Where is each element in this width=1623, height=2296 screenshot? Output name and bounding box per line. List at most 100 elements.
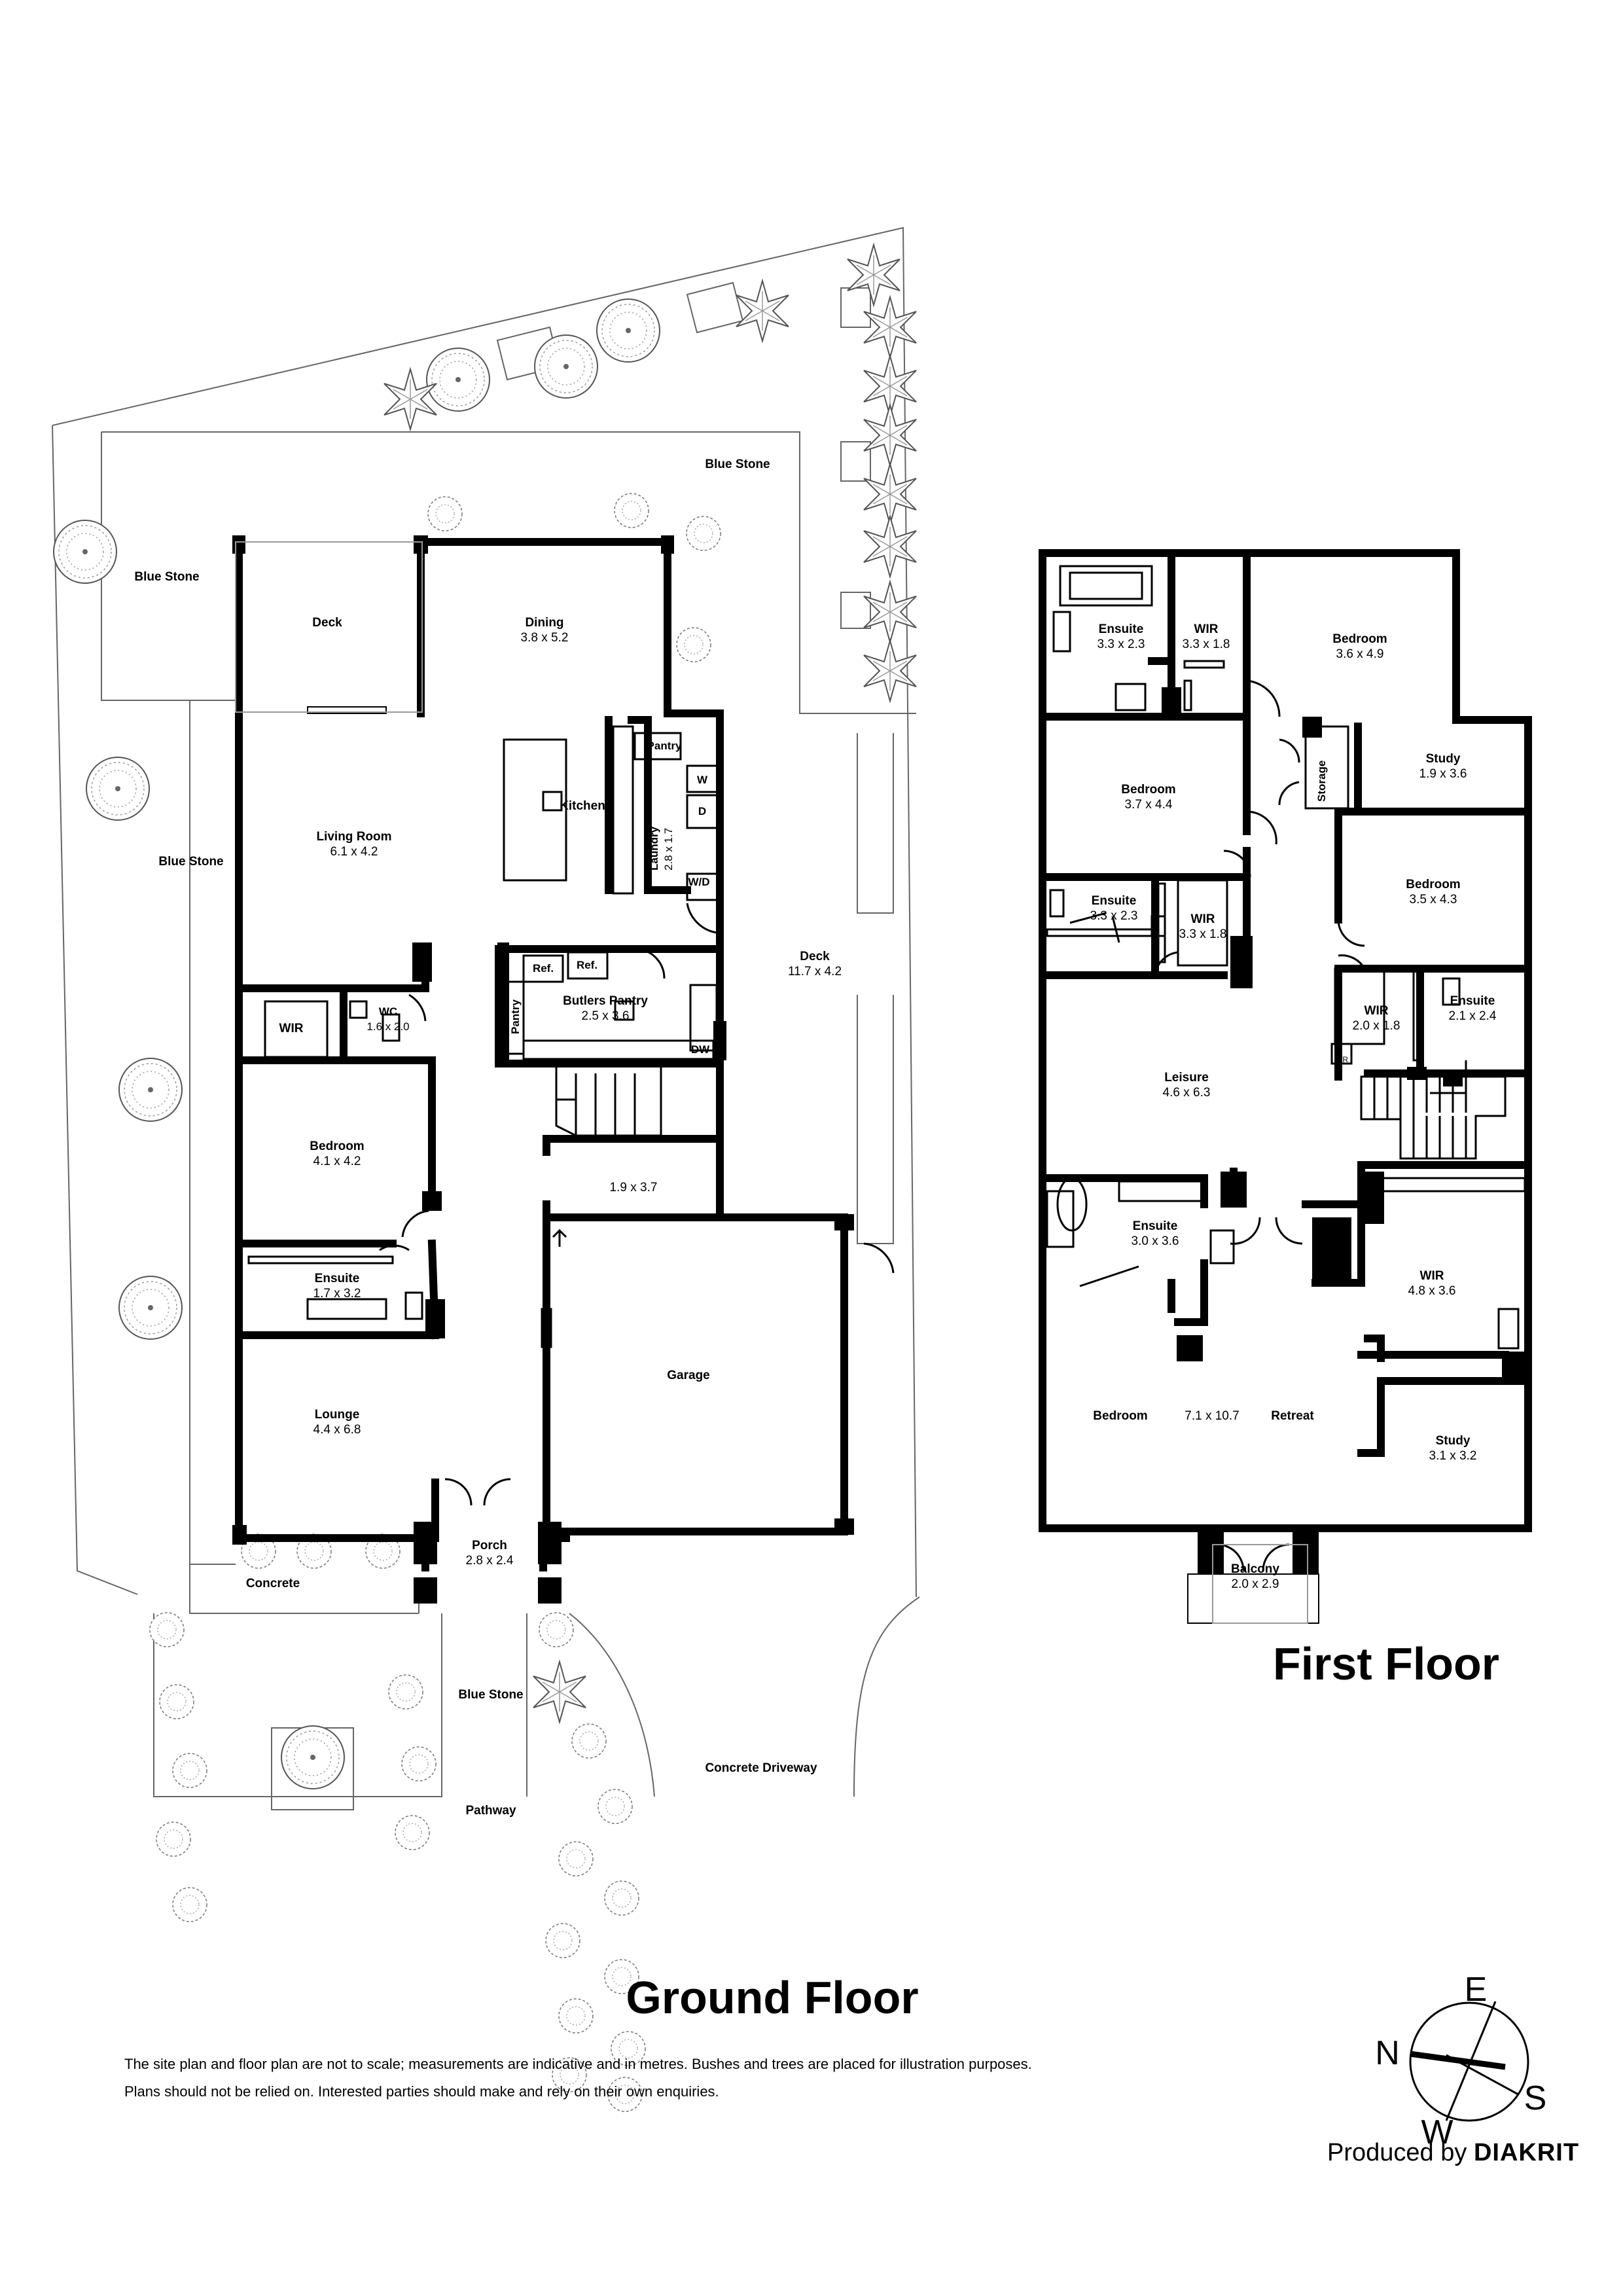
room-name: Deck [800,950,830,963]
room-label-laundry: Laundry [648,827,661,870]
room-label-ensuite: Ensuite 1.7 x 3.2 [313,1271,361,1301]
room-name: WIR [1364,1004,1389,1018]
ground-floor-title: Ground Floor [626,1972,919,2023]
room-name: WIR [1190,912,1215,926]
room-label-lounge: Lounge 4.4 x 6.8 [313,1407,361,1437]
room-label-ensuite-c: Ensuite 2.1 x 2.4 [1449,994,1497,1024]
room-label-leisure: Leisure 4.6 x 6.3 [1163,1070,1211,1100]
room-label-butlers-pantry-side: Pantry [509,999,522,1034]
room-dims: 2.5 x 3.6 [581,1009,630,1023]
room-name: Ensuite [1091,894,1137,908]
compass-west-letter: W [1421,2113,1454,2151]
appliance-label-ref-1: Ref. [532,962,554,975]
room-label-wir-b: WIR 3.3 x 1.8 [1179,912,1227,942]
area-label-blue-stone-path: Blue Stone [458,1688,524,1702]
room-dims: 3.0 x 3.6 [1131,1234,1179,1248]
room-name: Laundry [648,826,660,870]
area-label-concrete-driveway: Concrete Driveway [705,1761,817,1775]
area-label-pathway: Pathway [465,1804,516,1818]
room-dims: 2.0 x 1.8 [1352,1019,1400,1033]
compass [1409,2001,1529,2122]
room-dims: 3.3 x 2.3 [1097,637,1145,651]
room-label-bedroom-main: Bedroom [1093,1409,1148,1423]
room-name: WIR [1419,1269,1444,1283]
room-label-ensuite-b: Ensuite 3.3 x 2.3 [1090,893,1138,924]
compass-south-letter: S [1524,2079,1547,2117]
diakrit-logo: DIAKRIT [1473,2139,1580,2166]
room-dims: 1.7 x 3.2 [313,1287,361,1300]
label-ar: A/R [1334,1055,1349,1064]
room-name: Ensuite [1450,994,1495,1008]
room-label-wir-d: WIR 4.8 x 3.6 [1408,1268,1456,1299]
room-name: Ensuite [1132,1219,1178,1233]
room-label-study-a: Study 1.9 x 3.6 [1419,751,1467,781]
room-label-bedroom-c: Bedroom 3.5 x 4.3 [1406,877,1460,907]
room-dims: 2.0 x 2.9 [1231,1577,1279,1591]
room-name: Bedroom [1121,783,1176,797]
room-dims: 11.7 x 4.2 [787,965,842,978]
room-label-bedroom-a: Bedroom 3.6 x 4.9 [1332,632,1387,662]
room-dims: 3.3 x 1.8 [1179,927,1227,941]
room-name: Leisure [1164,1071,1209,1085]
room-label-blue-stone-top: Blue Stone [705,457,770,471]
room-dims: 1.6 x 2.0 [366,1020,410,1033]
room-label-garage: Garage [667,1369,710,1382]
room-label-wir-c: WIR 2.0 x 1.8 [1353,1003,1400,1033]
room-label-bedroom: Bedroom 4.1 x 4.2 [310,1139,364,1169]
room-label-deck-large: Deck 11.7 x 4.2 [788,949,842,979]
room-label-deck: Deck [312,616,342,630]
room-label-study-b: Study 3.1 x 3.2 [1429,1433,1477,1463]
room-label-kitchen: Kitchen [560,799,605,813]
room-label-ensuite-d: Ensuite 3.0 x 3.6 [1132,1219,1179,1249]
room-dims: 2.1 x 2.4 [1448,1009,1497,1023]
room-dims: 3.5 x 4.3 [1409,893,1457,906]
room-label-living-room: Living Room 6.1 x 4.2 [316,829,391,859]
producer-credit: Produced by DIAKRIT [1327,2139,1579,2167]
first-floor-title: First Floor [1272,1638,1500,1689]
appliance-label-d: D [698,805,707,817]
room-dims: 4.8 x 3.6 [1408,1284,1456,1298]
appliance-label-dw: DW [690,1043,710,1056]
room-name: Bedroom [310,1139,365,1153]
room-name: Bedroom [1332,632,1387,646]
appliance-label-ref-2: Ref. [576,959,598,971]
room-dims: 3.6 x 4.9 [1336,647,1384,661]
room-label-pantry: Pantry [647,740,682,752]
credit-prefix: Produced by [1327,2139,1467,2166]
room-label-wc: WC 1.6 x 2.0 [366,1004,409,1034]
disclaimer-line-2: Plans should not be relied on. Intereste… [124,2083,719,2100]
room-name: Ensuite [314,1272,360,1285]
room-label-store: 1.9 x 3.7 [609,1181,658,1194]
room-name: WC [378,1005,398,1018]
room-name: Balcony [1231,1562,1279,1576]
room-dims: 2.8 x 2.4 [465,1554,514,1568]
room-name: Living Room [316,830,392,844]
compass-north-letter: N [1375,2034,1400,2072]
room-label-balcony: Balcony 2.0 x 2.9 [1231,1562,1279,1592]
room-label-wir: WIR [279,1022,304,1035]
room-name: Study [1425,752,1461,766]
compass-east-letter: E [1464,1971,1488,2009]
room-label-porch: Porch 2.8 x 2.4 [466,1538,514,1568]
room-dims: 3.7 x 4.4 [1124,798,1173,812]
room-name: Porch [472,1539,507,1552]
room-dims: 2.8 x 1.7 [662,827,675,870]
room-label-blue-stone-left: Blue Stone [158,855,224,869]
area-label-concrete: Concrete [245,1577,300,1590]
disclaimer-line-1: The site plan and floor plan are not to … [124,2056,1032,2072]
room-dims: 6.1 x 4.2 [330,845,378,859]
room-label-dining: Dining 3.8 x 5.2 [521,615,569,645]
room-label-storage: Storage [1315,760,1328,802]
room-dims: 3.3 x 2.3 [1090,909,1138,923]
room-name: Lounge [314,1408,360,1422]
room-label-ensuite-a: Ensuite 3.3 x 2.3 [1097,622,1145,652]
room-label-blue-stone-left-upper: Blue Stone [134,570,200,584]
room-dims: 3.1 x 3.2 [1429,1449,1477,1463]
room-label-wir-a: WIR 3.3 x 1.8 [1183,622,1230,652]
room-label-bedroom-main-dims: 7.1 x 10.7 [1185,1409,1240,1423]
room-name: Butlers Pantry [563,994,648,1008]
room-dims: 4.6 x 6.3 [1162,1086,1211,1100]
room-label-butlers-pantry: Butlers Pantry 2.5 x 3.6 [563,994,648,1024]
room-name: Bedroom [1406,878,1461,891]
